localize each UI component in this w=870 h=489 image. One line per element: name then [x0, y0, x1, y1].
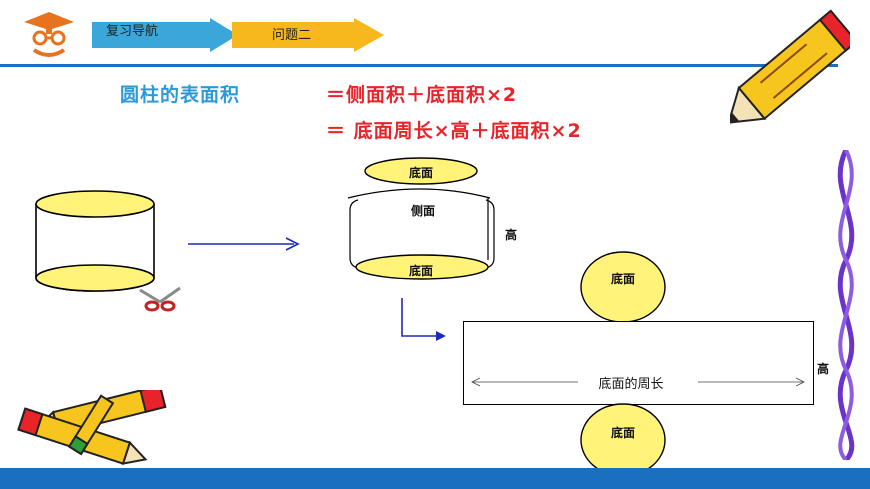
net-top-base — [580, 251, 666, 323]
footer-bar — [0, 468, 870, 489]
net-perimeter-label: 底面的周长 — [598, 377, 664, 392]
pencils-bottom-left-icon — [17, 390, 167, 465]
net-height-label: 高 — [817, 362, 830, 376]
vine-decoration — [837, 150, 855, 460]
nav-arrow-review[interactable] — [92, 18, 242, 52]
opened-bottom-base-label: 底面 — [408, 264, 433, 278]
opened-top-base-label: 底面 — [408, 166, 433, 180]
net-bottom-base-label: 底面 — [610, 426, 635, 440]
nav-arrow-question[interactable] — [232, 18, 388, 52]
unfold-arrow-right — [188, 237, 300, 251]
net-top-base-label: 底面 — [610, 272, 635, 286]
header-rule — [0, 64, 838, 67]
teacher-logo-icon — [24, 12, 74, 57]
formula-subject: 圆柱的表面积 — [120, 84, 241, 106]
nav-review-label: 复习导航 — [106, 24, 159, 39]
net-lateral-rectangle — [463, 321, 814, 405]
unfold-arrow-down-right — [401, 298, 446, 341]
cylinder-solid — [35, 190, 155, 292]
nav-question-label: 问题二 — [272, 28, 312, 43]
cylinder-opened — [347, 157, 495, 280]
opened-height-label: 高 — [505, 228, 518, 242]
opened-side-label: 侧面 — [410, 204, 435, 218]
formula-line-2: ＝ 底面周长×高＋底面积×2 — [326, 120, 582, 142]
pencil-top-right-icon — [730, 9, 850, 124]
net-perimeter-arrow — [471, 377, 805, 387]
formula-line-1: ＝侧面积＋底面积×2 — [326, 84, 518, 106]
scissors-icon — [139, 286, 181, 312]
